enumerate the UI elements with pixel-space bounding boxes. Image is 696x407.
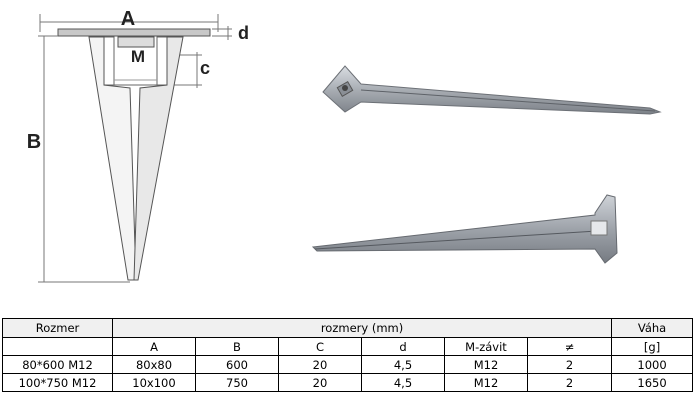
cell-thickness: 2 (526, 355, 613, 374)
nut (117, 36, 155, 48)
subheader-m-zavit: M-závit (444, 337, 528, 356)
table-header-row: Rozmer rozmery (mm) Váha (2, 318, 694, 338)
spike-photo-top (322, 65, 662, 115)
header-rozmery: rozmery (mm) (111, 318, 613, 338)
subheader-c: C (278, 337, 362, 356)
table-row: 100*750 M12 10x100 750 20 4,5 M12 2 1650 (2, 373, 694, 392)
table-row: 80*600 M12 80x80 600 20 4,5 M12 2 1000 (2, 355, 694, 374)
subheader-grams: [g] (611, 337, 694, 356)
cell-c: 20 (278, 355, 362, 374)
header-vaha: Váha (611, 318, 694, 338)
label-b: B (27, 131, 41, 153)
row-rozmer: 80*600 M12 (2, 355, 113, 374)
label-d: d (238, 23, 249, 43)
subheader-a: A (112, 337, 196, 356)
subheader-d: d (361, 337, 445, 356)
spike-body-left (88, 36, 137, 281)
cell-m: M12 (444, 373, 528, 392)
header-rozmer: Rozmer (2, 318, 113, 338)
technical-drawing: A d M c B (27, 8, 249, 283)
cell-thickness: 2 (526, 373, 613, 392)
top-plate (57, 28, 211, 37)
cell-d: 4,5 (361, 355, 445, 374)
cell-d: 4,5 (361, 373, 445, 392)
label-a: A (121, 8, 135, 30)
cell-weight: 1650 (611, 373, 694, 392)
cell-c: 20 (278, 373, 362, 392)
cell-a: 10x100 (112, 373, 196, 392)
label-c: c (200, 58, 210, 78)
cell-weight: 1000 (611, 355, 694, 374)
cell-b: 600 (195, 355, 279, 374)
subheader-b: B (195, 337, 279, 356)
spec-table: Rozmer rozmery (mm) Váha A B C d M-závit… (2, 318, 694, 392)
label-m: M (131, 47, 145, 66)
subheader-empty (2, 337, 113, 356)
table-subheader-row: A B C d M-závit ≠ [g] (2, 337, 694, 356)
spike-body-right (133, 36, 184, 281)
cell-m: M12 (444, 355, 528, 374)
cell-a: 80x80 (112, 355, 196, 374)
subheader-thickness: ≠ (526, 337, 613, 356)
spike-photo-bottom (311, 194, 618, 264)
cell-b: 750 (195, 373, 279, 392)
row-rozmer: 100*750 M12 (2, 373, 113, 392)
